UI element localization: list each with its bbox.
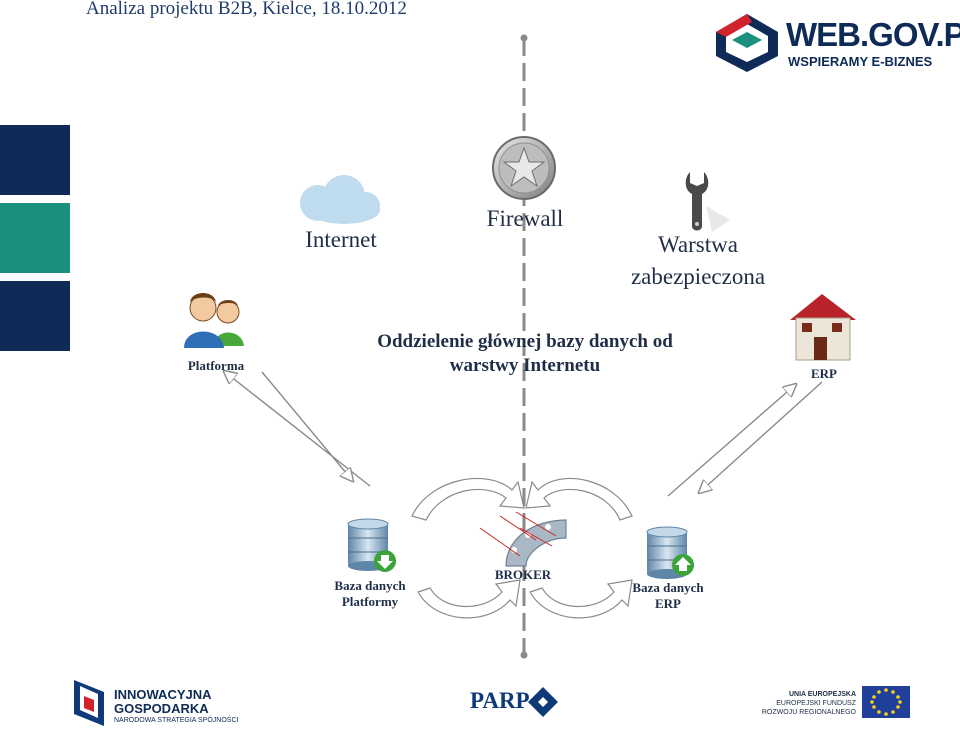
curved-arrow-top-left xyxy=(411,477,525,521)
db-platform-label-line1: Baza danych xyxy=(334,578,406,593)
brand-tagline: WSPIERAMY E-BIZNES xyxy=(788,54,933,69)
eu-text: UNIA EUROPEJSKA EUROPEJSKI FUNDUSZ ROZWO… xyxy=(756,690,856,717)
ig-line1: INNOWACYJNA xyxy=(114,687,212,702)
curved-arrows xyxy=(411,477,633,619)
side-block-navy-bottom xyxy=(0,281,70,351)
wrench-icon xyxy=(685,172,730,232)
cloud-icon xyxy=(300,175,380,224)
separation-note-line1: Oddzielenie głównej bazy danych od xyxy=(377,331,673,352)
db-erp-label: Baza danych ERP xyxy=(618,580,718,612)
db-erp-label-line1: Baza danych xyxy=(632,580,704,595)
brand-name: WEB.GOV.PL xyxy=(786,16,960,53)
firewall-label: Firewall xyxy=(486,206,564,231)
platform-arrows xyxy=(225,372,371,487)
parp-icon xyxy=(528,687,558,717)
separation-note-line2: warstwy Internetu xyxy=(449,355,601,376)
curved-arrow-bottom-left xyxy=(417,579,521,619)
secure-layer-label-line2: zabezpieczona xyxy=(630,264,766,289)
platform-label: Platforma xyxy=(187,358,245,373)
curved-arrow-top-right xyxy=(525,477,633,521)
webgovpl-logo-icon xyxy=(716,14,778,72)
secure-layer-label-line1: Warstwa xyxy=(658,232,738,257)
sheriff-badge-icon xyxy=(492,136,556,200)
internet-label: Internet xyxy=(305,227,377,252)
innowacyjna-gospodarka-icon xyxy=(74,680,104,726)
ig-line3: NARODOWA STRATEGIA SPÓJNOŚCI xyxy=(114,717,239,724)
db-erp-label-line2: ERP xyxy=(655,596,681,611)
db-platform-label: Baza danych Platformy xyxy=(320,578,420,610)
side-block-navy-top xyxy=(0,125,70,195)
webgovpl-logo: WEB.GOV.PL WSPIERAMY E-BIZNES xyxy=(712,10,960,76)
users-icon xyxy=(184,293,244,348)
erp-label: ERP xyxy=(811,366,837,381)
separation-note: Oddzielenie głównej bazy danych od warst… xyxy=(330,330,720,378)
database-down-icon xyxy=(347,518,396,572)
database-up-icon xyxy=(646,526,694,579)
eu-line3: ROZWOJU REGIONALNEGO xyxy=(761,709,856,716)
eu-line1: UNIA EUROPEJSKA xyxy=(788,691,856,698)
curved-arrow-bottom-right xyxy=(529,579,633,619)
ig-line2: GOSPODARKA xyxy=(114,701,209,716)
broker-label: BROKER xyxy=(494,567,552,582)
parp-text: PARP xyxy=(470,688,530,713)
header-title: Analiza projektu B2B, Kielce, 18.10.2012 xyxy=(86,0,407,19)
erp-arrows xyxy=(667,381,823,497)
eu-flag-icon xyxy=(862,686,910,718)
ig-text: INNOWACYJNA GOSPODARKA NARODOWA STRATEGI… xyxy=(114,688,238,726)
house-icon xyxy=(790,294,856,361)
eu-line2: EUROPEJSKI FUNDUSZ xyxy=(776,700,856,707)
broker-icon xyxy=(479,511,567,567)
side-block-teal xyxy=(0,203,70,273)
db-platform-label-line2: Platformy xyxy=(341,594,399,609)
